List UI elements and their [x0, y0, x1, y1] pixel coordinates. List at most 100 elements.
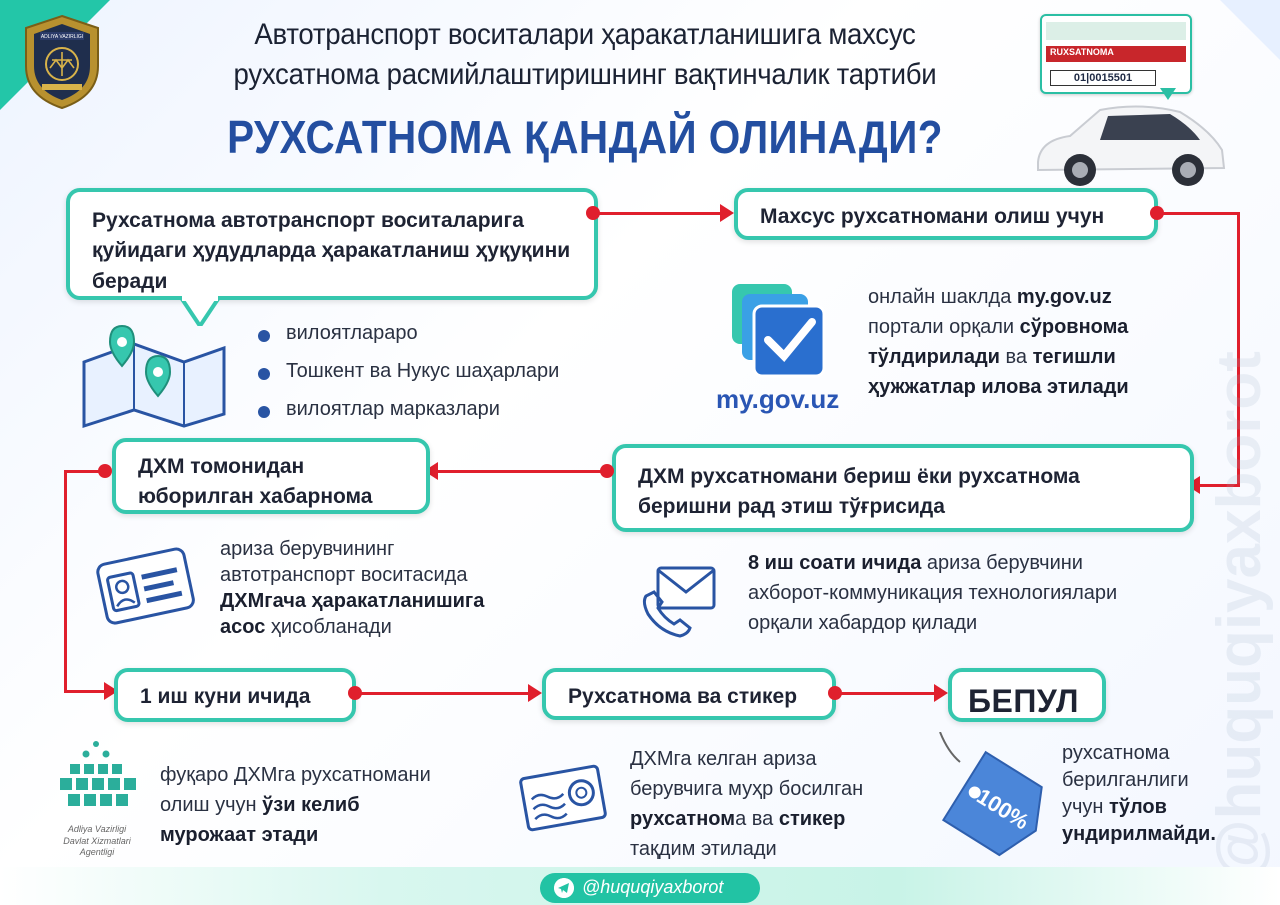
agency-logo-line: Agentligi	[79, 847, 115, 858]
info-box-decision: ДХМ рухсатномани бериш ёки рухсатнома бе…	[612, 444, 1194, 532]
basis-text: автотранспорт воситасида	[220, 564, 468, 586]
agency-logo-text: Adliya Vazirligi Davlat Xizmatlari Agent…	[52, 824, 142, 859]
mygov-text-bold: тўлдирилади	[868, 346, 1000, 368]
bullet-list: вилоятлараро Тошкент ва Нукус шаҳарлари …	[258, 322, 559, 436]
agency-logo-line: Davlat Xizmatlari	[63, 835, 131, 846]
bullet-item: вилоятлар марказлари	[258, 398, 559, 436]
mygov-text-bold: сўровнома	[1019, 316, 1129, 338]
info-box-pass-sticker-text: Рухсатнома ва стикер	[568, 685, 798, 708]
basis-text: ариза берувчининг	[220, 538, 395, 560]
map-icon	[82, 324, 226, 429]
pass-card-illustration: RUXSATNOMA 01|0015501	[1040, 14, 1192, 94]
citizen-text-bold: мурожаат этади	[160, 824, 319, 846]
sticker-text: берувчига муҳр босилган	[630, 778, 864, 800]
basis-text: ҳисобланади	[265, 616, 392, 638]
connector-dot	[586, 206, 600, 220]
info-box-pass-rights-text: Рухсатнома автотранспорт воситаларига қу…	[92, 209, 571, 293]
mygov-text: портали орқали	[868, 316, 1020, 338]
connector-line	[64, 690, 108, 693]
pass-card-tail	[1160, 88, 1176, 100]
connector-dot	[348, 686, 362, 700]
pass-card-number: 01|0015501	[1050, 70, 1156, 86]
mygov-text-bold: тегишли	[1032, 346, 1116, 368]
header-line-2: рухсатнома расмийлаштиришнинг вақтинчали…	[233, 58, 937, 91]
sticker-text-bold: рухсатном	[630, 808, 736, 830]
connector-line	[1200, 484, 1240, 487]
sticker-text-bold: стикер	[778, 808, 846, 830]
info-box-free-text: БЕПУЛ	[968, 683, 1079, 719]
notify-text-bold: 8 иш соати ичида	[748, 552, 922, 574]
info-box-decision-text: ДХМ рухсатномани бериш ёки рухсатнома бе…	[638, 465, 1080, 519]
sticker-text: ДХМга келган ариза	[630, 748, 817, 770]
telegram-link[interactable]: @huquqiyaxborot	[540, 873, 760, 903]
notify-description: 8 иш соати ичида ариза берувчини ахборот…	[748, 548, 1117, 638]
mygov-description: онлайн шаклда my.gov.uz портали орқали с…	[868, 282, 1129, 402]
info-box-one-day-text: 1 иш куни ичида	[140, 685, 311, 708]
sticker-text: тақдим этилади	[630, 838, 777, 860]
free-description: рухсатнома берилганлиги учун тўлов ундир…	[1062, 740, 1216, 848]
mygov-text: ва	[999, 346, 1033, 368]
notify-text: орқали хабардор қилади	[748, 612, 978, 634]
free-text-bold: тўлов	[1109, 796, 1167, 818]
mygov-text-bold: ҳужжатлар илова этилади	[868, 376, 1129, 398]
free-text: учун	[1062, 796, 1110, 818]
bullet-item: Тошкент ва Нукус шаҳарлари	[258, 360, 559, 398]
connector-line	[360, 692, 530, 695]
info-box-one-day: 1 иш куни ичида	[114, 668, 356, 722]
connector-dot	[828, 686, 842, 700]
citizen-description: фуқаро ДХМга рухсатномани олиш учун ўзи …	[160, 760, 431, 850]
mygov-logo: my.gov.uz	[716, 384, 840, 414]
citizen-text-bold: ўзи келиб	[262, 794, 360, 816]
connector-dot	[600, 464, 614, 478]
notify-text: ариза берувчини	[921, 552, 1083, 574]
arrow-right-icon	[720, 204, 734, 222]
bullet-item: вилоятлараро	[258, 322, 559, 360]
agency-logo-line: Adliya Vazirligi	[67, 824, 127, 834]
mygov-text: онлайн шаклда	[868, 286, 1017, 308]
info-box-notice-text: ДХМ томонидан юборилган хабарнома	[138, 455, 373, 509]
connector-line	[66, 470, 102, 473]
header-line-1: Автотранспорт воситалари ҳаракатланишига…	[254, 18, 916, 51]
mygov-text-bold: my.gov.uz	[1016, 286, 1112, 308]
watermark: @huquqiyaxborot	[1205, 351, 1274, 880]
emblem-text: ADLIYA VAZIRLIGI	[41, 34, 83, 40]
info-box-notice: ДХМ томонидан юборилган хабарнома	[112, 438, 430, 514]
connector-dot	[1150, 206, 1164, 220]
checklist-icon	[732, 284, 826, 378]
connector-line	[1237, 212, 1240, 486]
connector-dot	[98, 464, 112, 478]
pass-card-stripe	[1046, 46, 1186, 62]
basis-text-bold: асос	[220, 616, 266, 638]
connector-line	[64, 470, 67, 692]
price-tag-icon: -100%	[939, 732, 1043, 857]
connector-line	[1162, 212, 1240, 215]
citizen-text: олиш учун	[160, 794, 263, 816]
id-card-icon	[96, 547, 195, 625]
free-text: рухсатнома	[1062, 742, 1170, 764]
free-text-bold: ундирилмайди.	[1062, 823, 1216, 845]
ministry-emblem-icon: ADLIYA VAZIRLIGI	[25, 14, 99, 110]
arrow-right-icon	[934, 684, 948, 702]
connector-line	[436, 470, 602, 473]
agency-logo-icon	[60, 741, 136, 806]
free-text: берилганлиги	[1062, 769, 1189, 791]
sticker-text: а ва	[735, 808, 779, 830]
info-box-pass-sticker: Рухсатнома ва стикер	[542, 668, 836, 720]
telegram-handle: @huquqiyaxborot	[582, 877, 724, 897]
page-title: РУХСАТНОМА ҚАНДАЙ ОЛИНАДИ?	[227, 111, 943, 163]
car-icon	[1037, 105, 1226, 186]
pass-card-header	[1046, 22, 1186, 40]
notify-text: ахборот-коммуникация технологиялари	[748, 582, 1118, 604]
info-box-free: БЕПУЛ	[948, 668, 1106, 722]
mail-phone-icon	[642, 566, 716, 638]
pass-card-title: RUXSATNOMA	[1050, 47, 1114, 57]
citizen-text: фуқаро ДХМга рухсатномани	[160, 764, 431, 786]
corner-accent-right	[1220, 0, 1280, 60]
sticker-description: ДХМга келган ариза берувчига муҳр босилг…	[630, 744, 863, 864]
connector-line	[598, 212, 722, 215]
box-tail	[180, 296, 220, 326]
basis-text-bold: ДХМгача ҳаракатланишига	[220, 590, 485, 612]
basis-description: ариза берувчининг автотранспорт воситаси…	[220, 536, 484, 640]
info-box-how-to-get-text: Махсус рухсатномани олиш учун	[760, 205, 1105, 228]
telegram-icon	[554, 878, 574, 898]
